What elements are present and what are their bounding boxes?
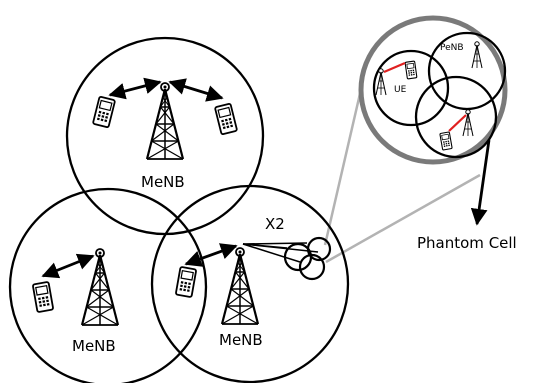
phone-icon-top-right: [213, 102, 239, 136]
tower-icon-top: [145, 81, 185, 161]
tower-icon-right: [220, 246, 260, 326]
small-cell-cluster: [283, 236, 332, 281]
x2-links: [242, 242, 319, 263]
link-arrow-right: [184, 243, 238, 267]
menb-label-right: MeNB: [219, 331, 263, 349]
zoom-line-lower: [325, 173, 481, 264]
menb-label-left: MeNB: [72, 337, 116, 355]
phantom-cell-label: Phantom Cell: [417, 234, 517, 252]
link-arrow-left: [41, 253, 95, 279]
red-link-ue: [383, 61, 406, 74]
penb-label: PeNB: [440, 43, 464, 53]
phone-icon-top-left: [91, 95, 117, 129]
zoom-line-upper: [323, 84, 364, 246]
red-link-lower: [448, 114, 467, 132]
phone-icon-right: [174, 265, 198, 299]
x2-label: X2: [265, 215, 285, 233]
ue-label: UE: [394, 85, 407, 95]
phantom-cell-arrow: [470, 139, 491, 226]
tower-icon-left: [80, 247, 120, 327]
phone-icon-left: [31, 280, 55, 314]
link-arrow-top-left: [108, 77, 162, 100]
zoom-small-cells: [372, 31, 507, 159]
macro-cell-right: [150, 184, 350, 383]
link-arrow-top-right: [168, 78, 224, 102]
phone-icon-ue: [404, 60, 418, 80]
menb-label-top: MeNB: [141, 173, 185, 191]
macro-cell-left: [8, 187, 208, 383]
